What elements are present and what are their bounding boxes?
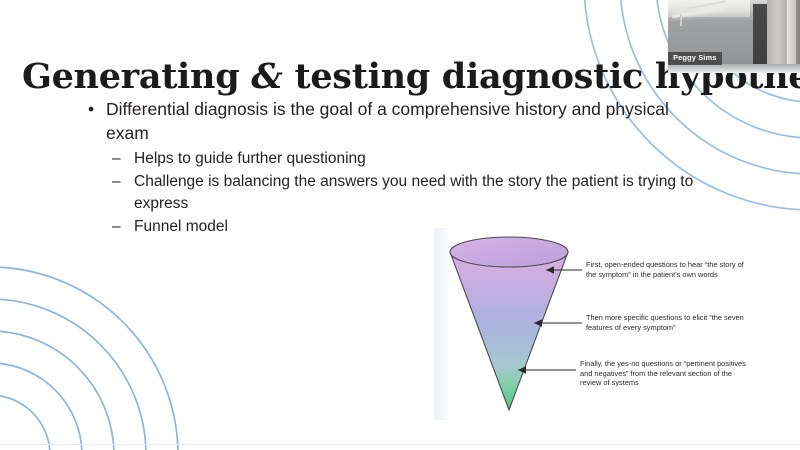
- sub-bullet-text: Funnel model: [134, 218, 228, 235]
- bullet-item: • Differential diagnosis is the goal of …: [84, 97, 714, 145]
- funnel-model-figure: First, open-ended questions to hear “the…: [434, 228, 764, 420]
- sub-bullet-item: – Helps to guide further questioning: [108, 148, 714, 170]
- sub-bullet-marker: –: [112, 150, 121, 167]
- sub-bullet-text: Challenge is balancing the answers you n…: [134, 173, 694, 212]
- slide-body: • Differential diagnosis is the goal of …: [84, 97, 714, 239]
- sub-bullet-item: – Challenge is balancing the answers you…: [108, 171, 714, 215]
- funnel-cone-graphic: [444, 232, 574, 416]
- video-floor: [668, 64, 800, 73]
- slide-title-ampersand: &: [251, 56, 283, 98]
- video-doorway: [753, 4, 767, 66]
- bullet-marker: •: [88, 99, 95, 119]
- funnel-annotation-first: First, open-ended questions to hear “the…: [586, 260, 744, 279]
- figure-background-band: [434, 228, 452, 420]
- funnel-annotation-second: Then more specific questions to elicit “…: [586, 313, 744, 332]
- funnel-annotation-third: Finally, the yes-no questions or “pertin…: [580, 359, 746, 388]
- slide-title-prefix: Generating: [22, 56, 252, 98]
- sub-bullet-item: – Funnel model: [108, 216, 714, 238]
- participant-name-badge: Peggy Sims: [668, 52, 722, 65]
- sub-bullet-marker: –: [112, 173, 121, 190]
- bullet-text: Differential diagnosis is the goal of a …: [106, 99, 669, 143]
- sub-bullet-marker: –: [112, 218, 121, 235]
- arc-group-bottom-left: [0, 266, 179, 450]
- video-post: [680, 14, 682, 26]
- video-right-wall-highlight: [787, 0, 796, 72]
- bottom-divider: [0, 444, 800, 445]
- sub-bullet-list: – Helps to guide further questioning – C…: [84, 148, 714, 238]
- annotation-arrows: [518, 266, 582, 374]
- sub-bullet-text: Helps to guide further questioning: [134, 150, 366, 167]
- presenter-video-tile[interactable]: Peggy Sims: [668, 0, 800, 73]
